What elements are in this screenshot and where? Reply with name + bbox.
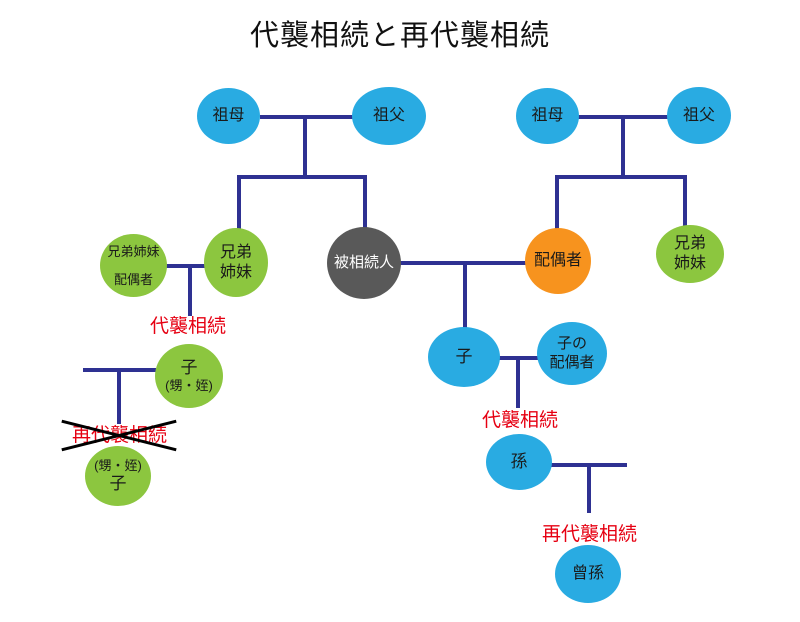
node-grandmother-right: 祖母 (516, 88, 579, 144)
node-label-line1: 子の (556, 335, 587, 353)
node-grandfather-right: 祖父 (667, 87, 731, 144)
node-sibling-spouse: 兄弟姉妹 配偶者 (100, 234, 167, 297)
label-daishu-sozoku-left: 代襲相続 (150, 316, 227, 337)
node-label-line1: (甥・姪) (94, 457, 142, 473)
connector-to-decedent (363, 177, 367, 228)
node-nephew-child: 子 (甥・姪) (155, 344, 223, 408)
node-label: 祖母 (212, 107, 245, 125)
label-saidaishu-sozoku-right: 再代襲相続 (542, 524, 638, 545)
connector-to-sibling-left (237, 177, 241, 229)
node-label: 曾孫 (571, 565, 604, 583)
node-grandmother-left: 祖母 (197, 88, 260, 144)
connector-left-children-bar (237, 175, 367, 179)
node-label-line1: 兄弟姉妹 (107, 244, 160, 260)
node-label-line1: 子 (180, 357, 198, 377)
node-label-line2: 子 (109, 473, 127, 493)
connector-to-spouse (555, 177, 559, 229)
connector-decedent-descent (463, 263, 467, 328)
connector-sibling-marriage (165, 264, 206, 268)
connector-child-descent (516, 358, 520, 408)
label-saidaishu-sozoku-crossed: 再代襲相続 (60, 419, 178, 453)
node-child: 子 (428, 327, 500, 387)
node-nephew-grandchild: (甥・姪) 子 (85, 446, 151, 506)
connector-left-couple-drop (303, 117, 307, 177)
node-label-line2: 配偶者 (113, 271, 153, 287)
connector-right-children-bar (555, 175, 687, 179)
node-label-line2: 配偶者 (549, 353, 595, 371)
node-label: 祖父 (682, 106, 715, 124)
node-label: 祖父 (372, 107, 405, 125)
node-label-line1: 兄弟 (673, 235, 706, 253)
label-daishu-sozoku-right: 代襲相続 (482, 410, 559, 431)
node-grandfather-left: 祖父 (352, 87, 426, 145)
connector-sibling-descent (188, 266, 192, 316)
node-label: 子 (455, 346, 473, 366)
node-grandchild: 孫 (486, 434, 552, 490)
node-label-line2: (甥・姪) (165, 378, 213, 394)
connector-left-couple (260, 115, 354, 119)
node-label: 孫 (510, 451, 528, 471)
node-spouse: 配偶者 (525, 228, 591, 294)
node-decedent: 被相続人 (327, 227, 401, 299)
connector-grandchild-descent (587, 465, 591, 513)
connector-nephew-descent (117, 370, 121, 424)
node-label: 被相続人 (333, 253, 394, 271)
connector-right-couple-drop (621, 117, 625, 177)
node-sibling-right: 兄弟 姉妹 (656, 225, 724, 283)
node-label: 祖母 (531, 107, 564, 125)
node-great-grandchild: 曾孫 (555, 545, 621, 603)
node-label-line2: 姉妹 (219, 263, 252, 281)
node-child-spouse: 子の 配偶者 (537, 322, 607, 385)
node-label: 配偶者 (533, 252, 582, 270)
node-label-line1: 兄弟 (219, 243, 252, 261)
diagram-title: 代襲相続と再代襲相続 (249, 20, 550, 52)
connector-to-sibling-right (683, 177, 687, 226)
node-sibling-left: 兄弟 姉妹 (204, 228, 268, 297)
node-label-line2: 姉妹 (673, 255, 706, 272)
